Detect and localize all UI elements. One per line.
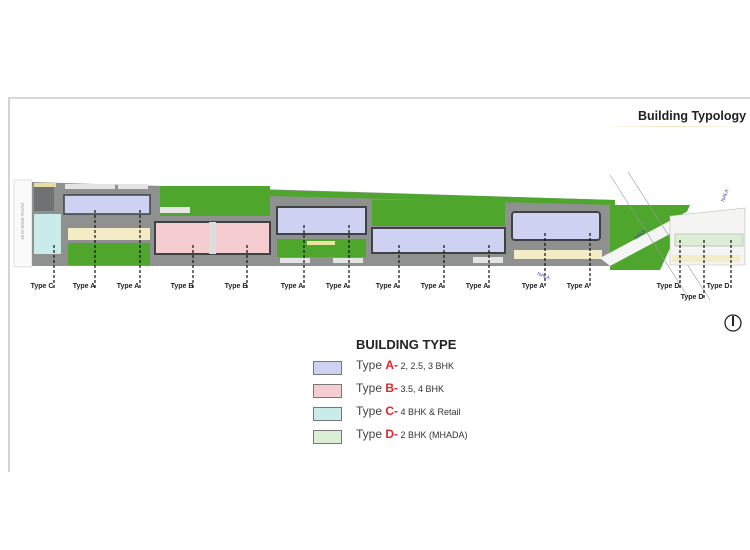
leader-lines <box>53 210 732 300</box>
type-label: Type B <box>170 283 194 290</box>
title-underline <box>598 126 750 127</box>
legend-swatch-b <box>313 384 342 398</box>
green-area <box>68 243 150 265</box>
north-arrow-icon <box>724 314 742 332</box>
type-label: Type A <box>325 283 349 290</box>
legend-item-a: Type A- 2, 2.5, 3 BHK <box>356 358 455 372</box>
type-label: Type B <box>224 283 248 290</box>
legend-swatch-d <box>313 430 342 444</box>
green-area <box>277 239 366 257</box>
nala-label: NALA <box>536 271 551 281</box>
building-type-a <box>276 206 367 235</box>
type-label: Type A <box>521 283 545 290</box>
legend-item-b: Type B- 3.5, 4 BHK <box>356 381 445 395</box>
legend-item-d: Type D- 2 BHK (MHADA) <box>356 427 468 441</box>
type-label: Type C <box>30 283 54 290</box>
type-label: Type A <box>420 283 444 290</box>
type-label: Type A <box>72 283 96 290</box>
beige-strip <box>68 228 150 240</box>
type-label: Type A <box>465 283 489 290</box>
slide-frame <box>8 97 750 472</box>
type-label: Type D <box>706 283 730 290</box>
legend-item-c: Type C- 4 BHK & Retail <box>356 404 461 418</box>
legend-swatch-c <box>313 407 342 421</box>
building-type-c <box>34 214 61 254</box>
building-type-d <box>674 233 744 247</box>
building-type-a <box>63 194 151 215</box>
green-area <box>372 200 505 226</box>
type-label: Type D <box>680 294 704 301</box>
type-label: Type A <box>566 283 590 290</box>
legend-swatch-a <box>313 361 342 375</box>
road-label: 18 M WIDE ROAD <box>20 202 25 240</box>
site-plan: 18 M WIDE ROAD NALA NALA NALA <box>13 171 746 301</box>
type-label: Type A <box>116 283 140 290</box>
building-type-a <box>371 227 506 254</box>
building-type-a <box>511 211 601 241</box>
type-label: Type A <box>280 283 304 290</box>
type-label: Type D <box>656 283 680 290</box>
nala-label: NALA <box>720 188 730 203</box>
legend-title: BUILDING TYPE <box>356 337 457 352</box>
page-title: Building Typology <box>638 109 747 123</box>
type-label: Type A <box>375 283 399 290</box>
